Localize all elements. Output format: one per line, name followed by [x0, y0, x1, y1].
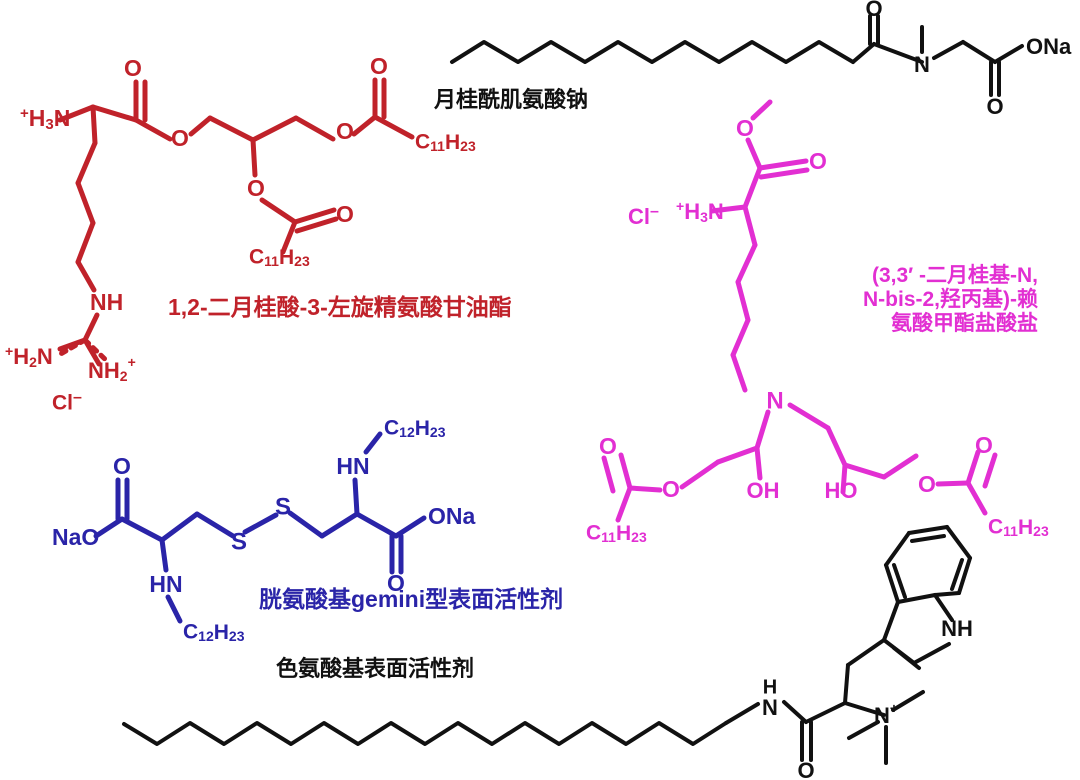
- atom-red-carbonyl-o-1: O: [124, 55, 142, 81]
- atom-blue-sulfur-right: S: [275, 493, 291, 520]
- atom-magenta-tertiary-n: N: [766, 387, 783, 414]
- atom-blue-nao: NaO: [52, 524, 99, 550]
- atom-blue-hn-left: HN: [149, 571, 182, 597]
- atom-red-ester-o-3: O: [336, 118, 354, 144]
- atom-magenta-c11h23-left: C11H23: [586, 522, 647, 545]
- atom-black-top-n: N: [914, 52, 930, 77]
- atom-magenta-ho-right: HO: [825, 478, 858, 503]
- atom-blue-carbonyl-o-left: O: [113, 453, 131, 479]
- atom-red-carbonyl-o-3: O: [370, 53, 388, 79]
- atom-red-chloride: Cl–: [52, 389, 82, 414]
- caption-tryptophan-surfactant: 色氨酸基表面活性剂: [276, 656, 475, 681]
- atom-blue-c12h23-left: C12H23: [183, 621, 245, 644]
- atom-blue-c12h23-right: C12H23: [384, 417, 446, 440]
- atom-red-h2n: +H2N: [5, 343, 53, 370]
- atom-magenta-ester-o-left: O: [662, 476, 680, 502]
- atom-red-nh2-plus: NH2+: [88, 354, 136, 384]
- atom-magenta-carbonyl-o: O: [809, 148, 827, 174]
- atom-black-amide-n: N: [762, 695, 778, 720]
- atom-blue-carbonyl-o-right: O: [387, 570, 405, 596]
- structure-bis-hydroxypropyl-lysine-methyl-ester: [601, 99, 998, 523]
- atom-red-ester-o-1: O: [171, 125, 189, 151]
- structure-arginine-glycerol-dilaurate: [54, 77, 415, 367]
- atom-magenta-c11h23-right: C11H23: [988, 516, 1049, 539]
- atom-magenta-ammonium: +H3N: [676, 198, 724, 225]
- atom-red-nh: NH: [90, 289, 123, 315]
- atom-blue-ona: ONa: [428, 503, 476, 529]
- atom-black-top-carboxyl-o: O: [986, 94, 1003, 119]
- structure-cystine-gemini-surfactant: [93, 431, 427, 624]
- atom-magenta-oh-left: OH: [747, 478, 780, 503]
- atom-blue-hn-right: HN: [336, 453, 369, 479]
- atom-magenta-carbonyl-o-right: O: [975, 432, 993, 458]
- caption-bis-hydroxypropyl-lysine-line2: N-bis-2,羟丙基)-赖: [863, 288, 1038, 311]
- atom-magenta-ester-o: O: [736, 115, 754, 141]
- atom-red-ester-o-2: O: [247, 175, 265, 201]
- atom-red-c11h23-right: C11H23: [415, 131, 476, 154]
- structure-sodium-lauroyl-sarcosinate: [450, 14, 1024, 97]
- caption-sodium-lauroyl-sarcosinate: 月桂酰肌氨酸钠: [434, 87, 589, 112]
- caption-arginine-glycerol-dilaurate: 1,2-二月桂酸-3-左旋精氨酸甘油酯: [168, 294, 512, 320]
- caption-cystine-gemini-surfactant: 胱氨酸基gemini型表面活性剂: [259, 586, 564, 612]
- atom-magenta-chloride: Cl–: [628, 203, 659, 229]
- atom-red-carbonyl-o-2: O: [336, 201, 354, 227]
- atom-black-amide-o: O: [797, 758, 814, 780]
- atom-red-ammonium: +H3N: [20, 105, 70, 133]
- atom-black-amide-h: H: [763, 676, 777, 698]
- atom-black-indole-nh: NH: [941, 616, 973, 641]
- atom-black-quaternary-n: N+: [874, 700, 898, 728]
- caption-bis-hydroxypropyl-lysine-line3: 氨酸甲酯盐酸盐: [891, 312, 1038, 335]
- caption-bis-hydroxypropyl-lysine-line1: (3,3′ -二月桂基-N,: [871, 264, 1038, 287]
- atom-magenta-carbonyl-o-left: O: [599, 433, 617, 459]
- atom-magenta-ester-o-right: O: [918, 471, 936, 497]
- atom-black-top-carbonyl-o: O: [865, 0, 882, 21]
- atom-blue-sulfur-left: S: [231, 528, 247, 555]
- atom-red-c11h23-middle: C11H23: [249, 246, 310, 269]
- structure-tryptophan-surfactant: [122, 525, 972, 765]
- atom-black-top-ona: ONa: [1026, 34, 1072, 59]
